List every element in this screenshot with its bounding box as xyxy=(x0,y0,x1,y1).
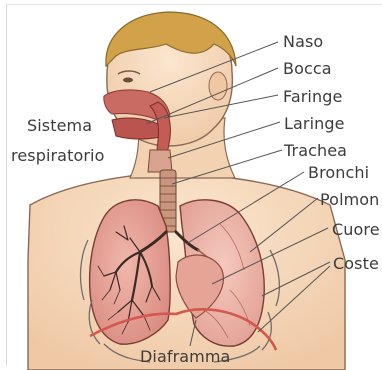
caption-line-1: Sistema xyxy=(27,117,92,135)
label-naso: Naso xyxy=(283,33,323,51)
label-polmoni: Polmon xyxy=(320,191,379,209)
label-bronchi: Bronchi xyxy=(308,164,369,182)
label-bocca: Bocca xyxy=(283,60,332,78)
eye xyxy=(123,78,133,83)
label-laringe: Laringe xyxy=(284,115,345,133)
label-diaframma: Diaframma xyxy=(140,348,230,366)
label-faringe: Faringe xyxy=(283,88,342,106)
label-cuore: Cuore xyxy=(332,221,380,239)
larynx xyxy=(148,150,172,172)
label-coste: Coste xyxy=(333,255,379,273)
label-trachea: Trachea xyxy=(284,142,347,160)
caption-line-2: respiratorio xyxy=(11,147,104,165)
